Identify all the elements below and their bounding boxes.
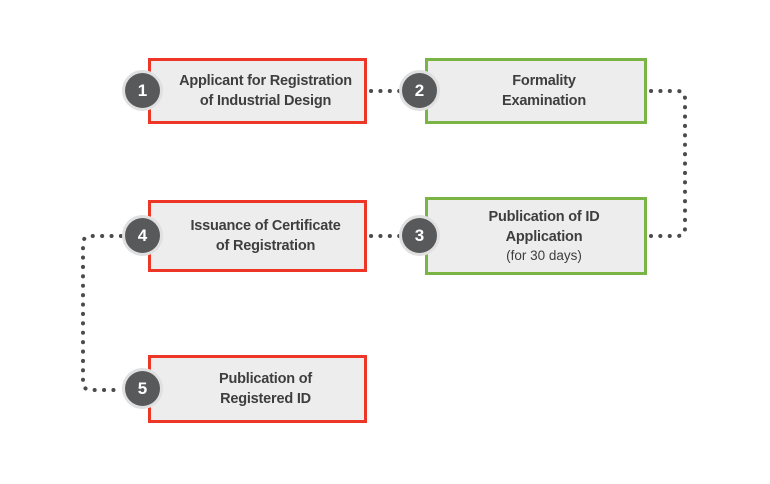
- step-number-text: 5: [137, 378, 148, 398]
- step-number-text: 3: [414, 225, 425, 245]
- step-number-badge-2: 2: [402, 73, 437, 108]
- step-label-line: Application: [505, 229, 583, 245]
- step-label-line: Registered ID: [220, 391, 311, 407]
- step-label-line: Examination: [501, 93, 586, 109]
- step-box-issuance-certificate: Issuance of Certificate of Registration: [148, 200, 367, 272]
- step-box-applicant-registration: Applicant for Registration of Industrial…: [148, 58, 367, 124]
- step-label-subline: (for 30 days): [506, 248, 582, 263]
- step-number-badge-5: 5: [125, 371, 160, 406]
- step-number-text: 2: [414, 80, 425, 100]
- step-box-publication-id-application: Publication of ID Application (for 30 da…: [425, 197, 647, 275]
- step-label-line: of Industrial Design: [199, 93, 332, 109]
- step-label-line: Publication of ID: [488, 209, 600, 225]
- step-label-line: Issuance of Certificate: [190, 218, 341, 234]
- connector-4-5-elbow: [81, 234, 123, 392]
- step-number-badge-3: 3: [402, 218, 437, 253]
- step-number-text: 4: [137, 225, 148, 245]
- step-label-line: of Registration: [215, 238, 316, 254]
- step-box-publication-registered-id: Publication of Registered ID: [148, 355, 367, 423]
- step-box-formality-examination: Formality Examination: [425, 58, 647, 124]
- step-number-badge-1: 1: [125, 73, 160, 108]
- connector-2-3-elbow: [649, 89, 687, 238]
- step-number-badge-4: 4: [125, 218, 160, 253]
- step-label-line: Applicant for Registration: [179, 73, 352, 89]
- step-number-text: 1: [137, 80, 148, 100]
- step-label-line: Publication of: [218, 371, 313, 387]
- step-label-line: Formality: [512, 73, 576, 89]
